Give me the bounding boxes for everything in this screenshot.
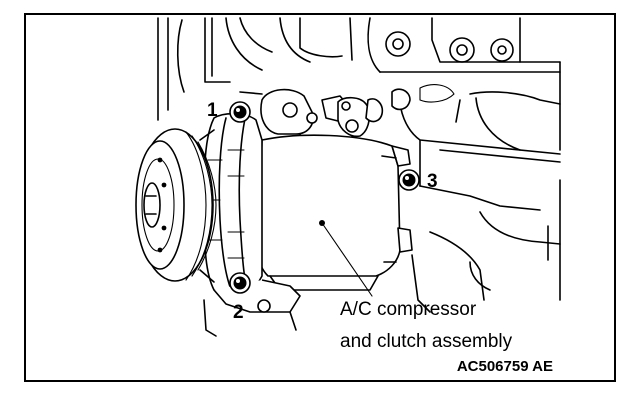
leader-line <box>319 220 373 297</box>
reference-code: AC506759 AE <box>457 358 553 375</box>
callout-2: 2 <box>233 302 244 323</box>
mounting-bracket <box>239 88 411 151</box>
component-label-line2: and clutch assembly <box>340 331 513 352</box>
bolt-1 <box>229 101 251 123</box>
bolt-3 <box>398 169 420 191</box>
bolt-2 <box>229 272 251 294</box>
callout-3: 3 <box>427 171 438 192</box>
clutch-pulley <box>135 128 217 283</box>
engine-block <box>157 17 561 313</box>
callout-1: 1 <box>207 100 218 121</box>
component-label-line1: A/C compressor <box>340 299 477 320</box>
